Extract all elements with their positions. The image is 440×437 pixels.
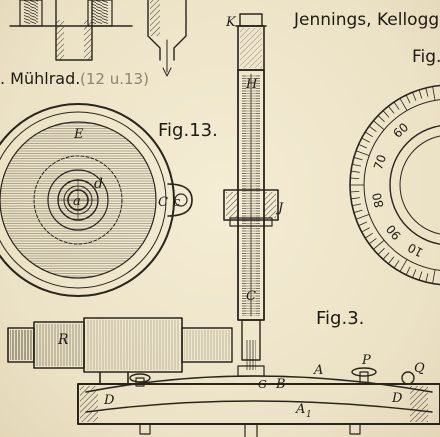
caption-scale: (12 u.13) xyxy=(80,70,149,88)
dial-tick xyxy=(399,259,408,272)
dial-tick xyxy=(364,232,374,239)
dial-tick xyxy=(358,221,368,227)
letter-H: H xyxy=(245,77,258,92)
dial-tick xyxy=(393,101,400,110)
dial-tick xyxy=(361,227,370,233)
letter-K: K xyxy=(225,15,237,30)
dial-tick xyxy=(368,125,377,132)
dial-number: 10 xyxy=(405,240,425,260)
dial-tick xyxy=(393,260,400,269)
dial-number: 60 xyxy=(390,120,411,141)
dial-tick xyxy=(377,247,385,255)
dial-tick xyxy=(352,203,362,207)
letter-A: A xyxy=(313,363,323,378)
vertical-tube-apparatus xyxy=(223,13,279,377)
top-left-mill-fragment xyxy=(9,0,187,77)
dial-tick xyxy=(405,266,411,276)
fig3-base-apparatus xyxy=(77,367,440,437)
header-fig-fragment: Fig. xyxy=(412,47,440,67)
letter-c: c xyxy=(173,195,181,210)
letter-a: a xyxy=(73,194,81,209)
letter-R: R xyxy=(57,332,69,348)
fig13-label: Fig.13. xyxy=(158,120,218,141)
letter-d: d xyxy=(94,176,103,192)
letter-C-housing: C xyxy=(158,195,168,210)
dial-tick xyxy=(425,87,429,97)
letter-A1-subscript: 1 xyxy=(306,410,312,420)
dial-tick xyxy=(412,269,417,278)
dial-tick xyxy=(368,238,377,245)
letter-E: E xyxy=(73,127,84,142)
dial-tick xyxy=(382,110,390,118)
letter-A1: A xyxy=(295,402,305,417)
dial-tick xyxy=(355,214,370,220)
dial-number: 70 xyxy=(371,153,389,172)
dial-tick xyxy=(373,120,385,131)
fig3-label: Fig.3. xyxy=(316,308,364,329)
letter-G: G xyxy=(258,378,267,391)
dial-tick xyxy=(350,197,360,200)
caption-name-fragment: . Mühlrad. xyxy=(0,69,80,88)
letter-B: B xyxy=(275,377,286,392)
dial-tick xyxy=(412,92,417,101)
telescope xyxy=(7,317,233,385)
dial-tick xyxy=(432,86,436,101)
dial-tick xyxy=(355,150,370,156)
dial-tick xyxy=(377,115,385,123)
dial-tick xyxy=(353,157,363,161)
dial-number: 90 xyxy=(383,222,404,243)
dial-tick xyxy=(432,269,436,284)
dial-tick xyxy=(358,143,368,149)
dial-tick xyxy=(373,239,385,250)
dial-tick xyxy=(364,131,374,138)
letter-Q: Q xyxy=(414,361,425,376)
letter-J: J xyxy=(275,201,284,216)
dial-tick xyxy=(350,170,360,173)
dial-tick xyxy=(382,252,390,260)
letter-C: C xyxy=(246,289,256,304)
letter-P: P xyxy=(361,353,371,368)
dial-tick xyxy=(388,256,395,265)
dial-tick xyxy=(425,273,429,283)
dial-tick xyxy=(399,98,408,111)
dial-tick xyxy=(353,209,363,213)
dial-tick xyxy=(350,177,360,180)
dial-number: 80 xyxy=(370,191,387,209)
dial-tick xyxy=(352,163,362,167)
dial-tick xyxy=(405,94,411,104)
dial-tick xyxy=(350,190,360,193)
letter-D-left: D xyxy=(103,393,115,408)
fig13-circular-housing xyxy=(0,103,193,297)
header-title-fragment: Jennings, Kellogg xyxy=(293,10,439,30)
dial-tick xyxy=(388,105,395,114)
letter-D-right: D xyxy=(391,391,403,406)
right-dial-fragment xyxy=(349,84,440,286)
dial-tick xyxy=(418,271,423,281)
dial-tick xyxy=(418,89,423,99)
dial-tick xyxy=(361,137,370,143)
